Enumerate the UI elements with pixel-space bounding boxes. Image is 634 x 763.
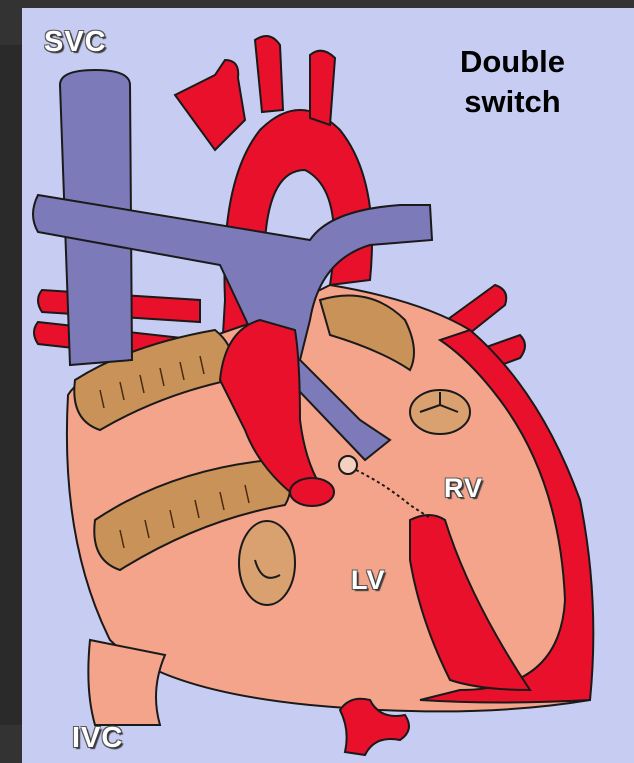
ivc-vessel [88,640,165,725]
aortic-root-opening [290,478,334,506]
septal-defect [339,456,357,474]
lv-label: LV [351,565,386,596]
title-line-1: Double [425,42,600,82]
diagram-title: Double switch [425,42,600,122]
title-line-2: switch [425,82,600,122]
left-dark-strip [0,45,22,725]
ivc-label: IVC [72,722,123,755]
svc-label: SVC [44,26,107,59]
rv-label: RV [444,473,483,504]
